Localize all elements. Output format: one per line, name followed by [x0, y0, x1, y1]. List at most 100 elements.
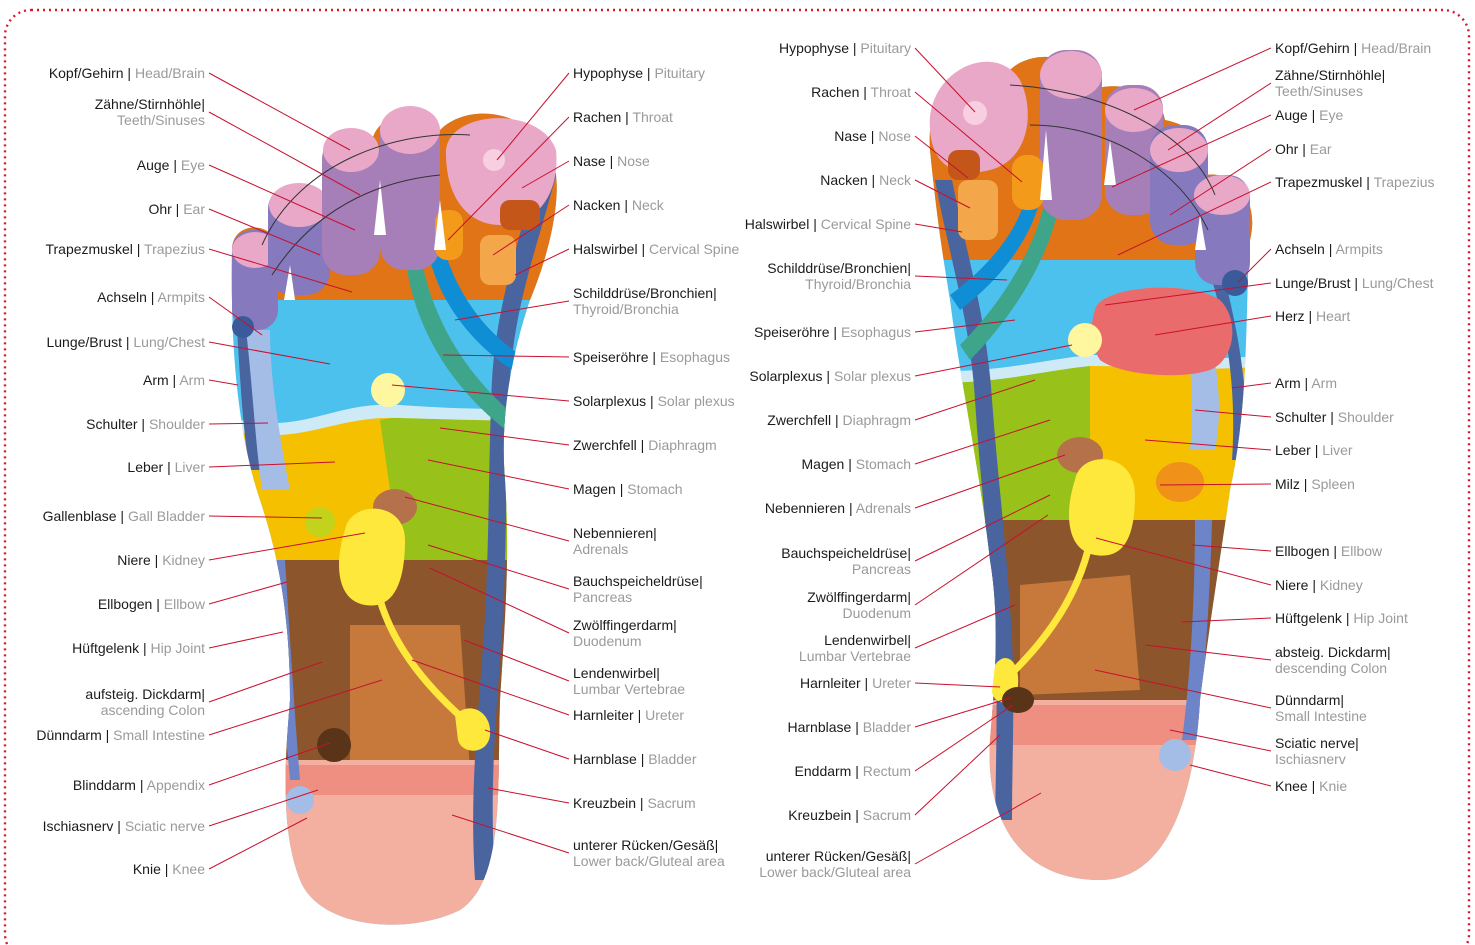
right-inner-label-9: Magen | Stomach [802, 456, 911, 472]
right-inner-label-14: Harnleiter | Ureter [800, 675, 911, 691]
label-separator: | [1308, 577, 1319, 593]
right-outer-label-8: Arm | Arm [1275, 375, 1337, 391]
label-de: Auge [137, 157, 170, 173]
right-inner-leader-14 [915, 683, 1000, 687]
label-separator: | [621, 109, 632, 125]
label-separator: | [823, 368, 834, 384]
right-outer-label-6: Lunge/Brust | Lung/Chest [1275, 275, 1434, 291]
center-label-9: Magen | Stomach [573, 481, 682, 497]
left-foot-label-3: Ohr | Ear [148, 201, 205, 217]
right-inner-label-15: Harnblase | Bladder [787, 719, 911, 735]
right-outer-leader-11 [1160, 484, 1271, 485]
label-de: Harnleiter [800, 675, 861, 691]
label-de: Speiseröhre [754, 324, 830, 340]
center-label-3: Nacken | Neck [573, 197, 664, 213]
label-separator: | [152, 596, 163, 612]
label-de: Lunge/Brust [1275, 275, 1351, 291]
label-en: Neck [879, 172, 911, 188]
right-inner-leader-0 [915, 48, 975, 112]
center-leader-4 [515, 249, 569, 275]
left-foot-leader-6 [209, 342, 330, 364]
label-en: Lung/Chest [1362, 275, 1434, 291]
label-de: Magen [573, 481, 616, 497]
label-separator: | [713, 285, 717, 301]
label-en: Cervical Spine [821, 216, 911, 232]
label-de: Kreuzbein [788, 807, 851, 823]
label-de: Kreuzbein [573, 795, 636, 811]
left-foot-label-11: Niere | Kidney [117, 552, 205, 568]
center-leader-6 [443, 355, 569, 357]
right-outer-leader-5 [1238, 249, 1271, 282]
label-de: Ellbogen [98, 596, 153, 612]
label-en: Small Intestine [113, 727, 205, 743]
label-en: Shoulder [149, 416, 205, 432]
label-de: Nase [834, 128, 867, 144]
label-de: Halswirbel [745, 216, 810, 232]
label-en: Lung/Chest [133, 334, 205, 350]
label-separator: | [1298, 141, 1309, 157]
label-de: Dünndarm [36, 727, 101, 743]
label-separator: | [851, 763, 862, 779]
right-inner-leader-10 [915, 455, 1065, 508]
label-de: aufsteig. Dickdarm [85, 686, 201, 702]
label-de: Arm [143, 372, 169, 388]
left-foot-leader-10 [209, 516, 322, 518]
label-de: Hüftgelenk [72, 640, 139, 656]
label-separator: | [113, 818, 124, 834]
label-en: Diaphragm [648, 437, 716, 453]
label-de: Trapezmuskel [45, 241, 132, 257]
label-en: Hip Joint [151, 640, 205, 656]
label-en: Pancreas [781, 561, 911, 577]
label-de: Herz [1275, 308, 1305, 324]
label-en: Lumbar Vertebrae [573, 681, 685, 697]
label-separator: | [1325, 241, 1336, 257]
center-leader-1 [448, 117, 569, 240]
label-separator: | [1342, 610, 1353, 626]
left-foot-leader-8 [209, 423, 268, 424]
label-en: Liver [175, 459, 205, 475]
right-inner-leader-13 [915, 605, 1015, 648]
right-inner-label-10: Nebennieren | Adrenals [765, 500, 911, 516]
label-en: Knee [172, 861, 205, 877]
label-en: Stomach [856, 456, 911, 472]
right-inner-leader-5 [915, 276, 1007, 280]
label-en: Duodenum [807, 605, 911, 621]
label-separator: | [151, 552, 162, 568]
label-separator: | [124, 65, 135, 81]
left-foot-leader-16 [209, 743, 330, 785]
label-separator: | [1355, 735, 1359, 751]
label-en: Cervical Spine [649, 241, 739, 257]
label-de: Hüftgelenk [1275, 610, 1342, 626]
label-de: Schilddrüse/Bronchien [573, 285, 713, 301]
label-en: Pancreas [573, 589, 703, 605]
left-foot-label-13: Hüftgelenk | Hip Joint [72, 640, 205, 656]
label-de: Zwerchfell [573, 437, 637, 453]
label-separator: | [201, 96, 205, 112]
label-separator: | [845, 500, 856, 516]
label-separator: | [715, 837, 719, 853]
center-label-7: Solarplexus | Solar plexus [573, 393, 735, 409]
label-de: Halswirbel [573, 241, 638, 257]
label-de: Nebennieren [573, 525, 653, 541]
label-separator: | [1387, 644, 1391, 660]
label-en: Esophagus [660, 349, 730, 365]
label-separator: | [646, 393, 657, 409]
left-foot-leader-14 [209, 662, 322, 702]
label-en: Neck [632, 197, 664, 213]
right-inner-label-8: Zwerchfell | Diaphragm [767, 412, 911, 428]
label-separator: | [868, 172, 879, 188]
center-leader-3 [493, 205, 569, 255]
center-label-4: Halswirbel | Cervical Spine [573, 241, 739, 257]
label-en: Sciatic nerve [125, 818, 205, 834]
right-outer-leader-4 [1118, 182, 1271, 255]
label-de: Ohr [148, 201, 171, 217]
label-de: Achseln [1275, 241, 1325, 257]
center-leader-16 [488, 788, 569, 803]
center-label-12: Zwölffingerdarm|Duodenum [573, 617, 677, 649]
label-separator: | [1351, 275, 1362, 291]
label-en: Bladder [648, 751, 696, 767]
label-separator: | [133, 241, 144, 257]
right-inner-leader-4 [915, 224, 962, 232]
label-de: Ellbogen [1275, 543, 1330, 559]
label-en: Sacrum [863, 807, 911, 823]
